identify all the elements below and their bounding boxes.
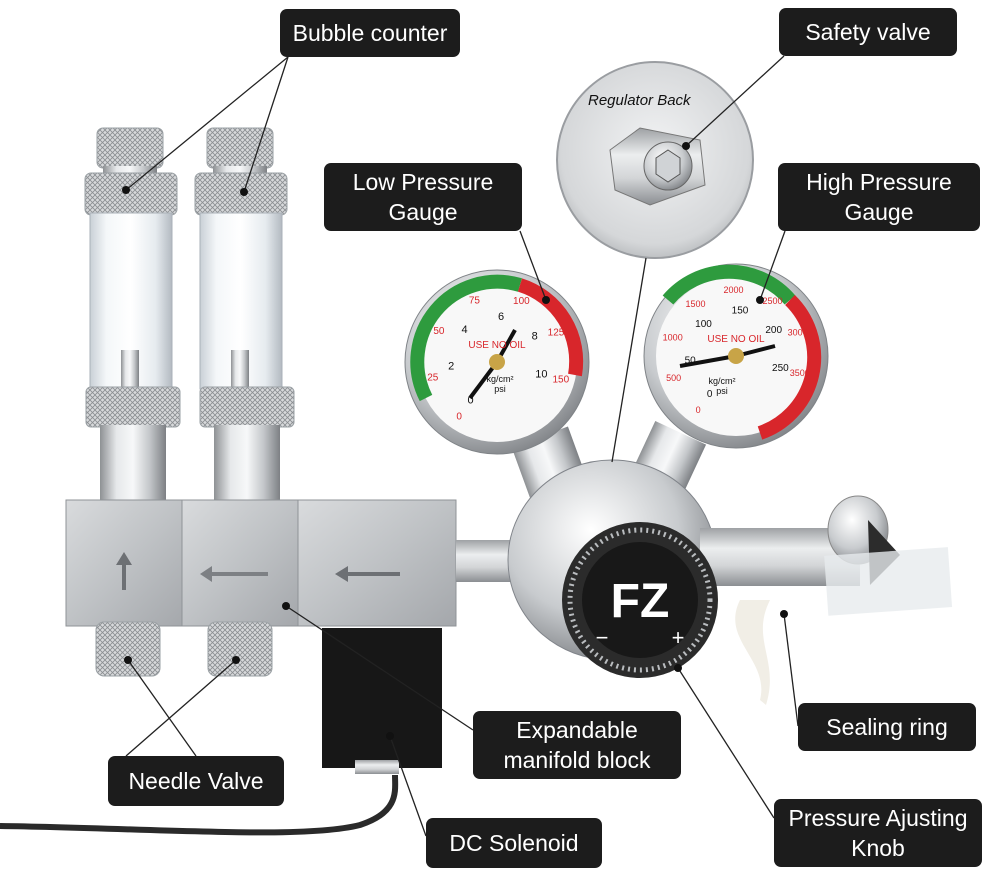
high-gauge-psi-tick-label: 3500 [790,368,810,378]
low-gauge-kg-tick-label: 8 [532,330,538,342]
high-gauge-kg-tick-label: 150 [732,306,749,317]
label-manifold-line2: manifold block [503,747,651,773]
solenoid [322,628,442,774]
high-gauge-warning: USE NO OIL [707,334,765,345]
low-gauge-psi-tick-label: 150 [552,374,569,385]
low-gauge-kg-tick-label: 4 [461,324,467,336]
pressure-adjusting-knob: FZ − + [562,522,718,678]
low-gauge-kg-tick-label: 6 [498,311,504,323]
label-low-pressure-line1: Low Pressure [352,169,494,195]
high-gauge-psi-tick-label: 2500 [762,296,782,306]
high-gauge-kg-tick-label: 200 [765,325,782,336]
low-gauge-psi-tick-label: 0 [456,411,462,422]
low-gauge-inner-tick-labels: 0 2 4 6 8 10 [448,311,547,407]
low-gauge-warning: USE NO OIL [468,340,526,351]
needle-valves [95,621,273,677]
label-needle-valve-text: Needle Valve [128,768,264,794]
label-high-pressure-gauge: High Pressure Gauge [778,163,980,231]
high-gauge-kg-tick-label: 250 [772,363,789,374]
high-gauge-inner-tick-labels: 0 50 100 150 200 250 [685,306,790,401]
leader-dots [122,142,788,740]
label-knob-line2: Knob [851,835,905,861]
high-gauge-kg-tick-label: 50 [685,355,697,366]
high-gauge-units2: psi [716,386,728,396]
high-gauge-psi-tick-label: 0 [696,405,701,415]
label-dc-solenoid: DC Solenoid [426,818,602,868]
label-low-pressure-gauge: Low Pressure Gauge [324,163,522,231]
label-bubble-counter-text: Bubble counter [292,20,448,46]
low-gauge-psi-tick-label: 75 [469,295,481,306]
label-manifold-line1: Expandable [516,717,638,743]
label-needle-valve: Needle Valve [108,756,284,806]
label-dc-solenoid-text: DC Solenoid [449,830,579,856]
high-gauge-kg-tick-label: 100 [695,319,712,330]
low-gauge-psi-tick-label: 125 [548,328,565,339]
low-gauge-psi-tick-label: 50 [433,326,445,337]
low-gauge-units: kg/cm² [487,374,514,384]
leader-lines [125,55,799,837]
low-gauge-psi-tick-label: 100 [513,296,530,307]
high-gauge-kg-tick-label: 0 [707,389,713,400]
low-gauge-kg-tick-label: 2 [448,361,454,373]
label-pressure-knob: Pressure Ajusting Knob [774,799,982,867]
label-sealing-ring-text: Sealing ring [826,714,948,740]
label-safety-valve-text: Safety valve [805,19,931,45]
low-gauge-units2: psi [494,384,506,394]
bubble-counter-right [194,127,295,503]
high-gauge-units: kg/cm² [709,376,736,386]
low-gauge-kg-tick-label: 10 [535,369,547,381]
label-high-pressure-line1: High Pressure [806,169,952,195]
high-gauge-psi-tick-label: 1000 [663,332,683,342]
knob-logo: FZ [611,575,670,628]
bubble-counter-left [84,127,181,503]
label-manifold-block: Expandable manifold block [473,711,681,779]
high-pressure-gauge: USE NO OIL kg/cm² psi 050010001500200025… [643,263,829,449]
low-gauge-kg-tick-label: 0 [468,394,474,406]
label-bubble-counter: Bubble counter [280,9,460,57]
high-gauge-psi-tick-label: 1500 [685,299,705,309]
label-sealing-ring: Sealing ring [798,703,976,751]
label-safety-valve: Safety valve [779,8,957,56]
inset-caption: Regulator Back [588,92,691,109]
manifold-block [65,499,514,627]
high-gauge-psi-tick-label: 500 [666,373,681,383]
label-low-pressure-line2: Gauge [388,199,458,225]
regulator-back-inset [556,61,754,259]
high-gauge-psi-tick-label: 3000 [788,328,808,338]
knob-plus: + [672,625,685,650]
low-gauge-psi-tick-label: 25 [427,373,439,384]
label-knob-line1: Pressure Ajusting [788,805,968,831]
high-gauge-psi-tick-label: 2000 [723,285,743,295]
knob-minus: − [596,625,609,650]
label-high-pressure-line2: Gauge [844,199,914,225]
solenoid-cable [0,774,399,836]
